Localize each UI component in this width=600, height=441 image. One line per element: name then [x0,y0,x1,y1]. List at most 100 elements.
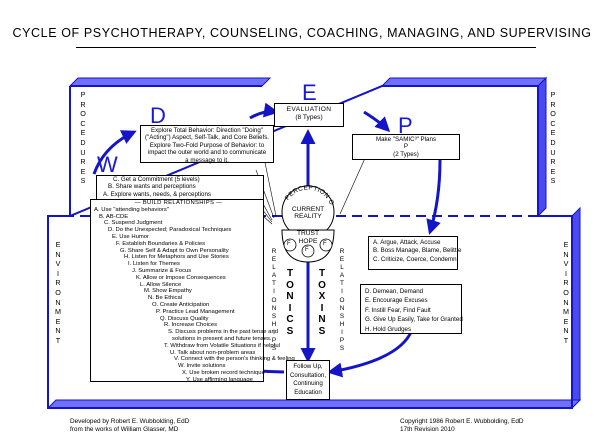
build-relationship-item: B. AB-CDE [99,213,129,220]
d-line: Explore Two-Fold Purpose of Behavior: to [149,141,265,149]
evaluation-box: EVALUATION (8 Types) [274,103,344,127]
build-relationship-item: X. Use broken record technique [182,369,265,376]
toxin-item: F. Instill Fear, Find Fault [365,306,431,314]
side-letter: S [80,176,86,186]
side-letter: R [80,157,86,167]
arrow-d-to-e [249,102,279,120]
side-letter: C [550,118,556,128]
side-letter: O [318,279,326,291]
toxin-item: E. Encourage Excuses [365,297,428,305]
d-line: a message to it. [185,156,229,164]
side-letter: D [550,137,556,147]
side-letter: T [318,268,326,279]
footer-left-line2: from the works of William Glasser, MD [70,426,179,434]
side-letter: V [55,259,61,269]
side-letter: S [286,325,294,337]
side-letter: S [339,312,345,320]
perception-line: CURRENT [291,206,325,213]
side-letter: S [318,325,326,337]
build-relationship-item: Q. Discuss Quality [160,315,209,322]
build-relationships-box: — BUILD RELATIONSHIPS — A. Use "attendin… [90,199,295,384]
side-letter: O [271,296,277,304]
side-letter: E [55,240,61,249]
evaluation-title: EVALUATION [286,106,332,113]
build-relationship-item: solutions in present and future tenses. [172,335,272,342]
trust-f-right: F [323,241,327,247]
p-line: P [403,143,409,151]
side-letter: N [55,326,61,336]
perception-text: CURRENT REALITY [288,206,328,221]
toxin-item: D. Demean, Demand [365,288,424,295]
d-line: impact the outer world and to communicat… [147,149,267,157]
followup-line: Continuing [293,380,323,388]
build-relationship-item: U. Talk about non-problem areas [170,349,256,356]
build-relationship-item: N. Be Ethical [148,295,183,302]
frame-bottom-face [46,399,582,409]
side-letter: I [273,328,275,336]
side-letter: V [563,259,569,269]
side-letter: I [273,288,275,296]
trust-f-circle-center [301,244,315,258]
build-relationship-item: L. Allow Silence [140,281,182,288]
build-relationship-item: H. Listen for Metaphors and Use Stories [124,254,229,261]
side-letter: I [341,328,343,336]
side-letter: N [563,297,569,307]
trust-f-left: F [287,241,291,247]
side-letter: E [80,166,86,176]
side-letter: P [550,90,556,99]
footer-left: Developed by Robert E. Wubbolding, EdD f… [70,418,189,434]
letter-w: W [97,152,118,177]
frame-top-right-face [380,77,548,87]
toxin-item: A. Argue, Attack, Accuse [373,239,441,246]
footer-left-line1: Developed by Robert E. Wubbolding, EdD [70,418,190,425]
arrow-p-to-toxins [426,159,442,235]
side-letter: O [563,287,569,297]
side-letter: T [286,268,294,279]
trust-f-circle-right [319,238,333,252]
arrow-toxins-to-followup [327,329,414,378]
side-letter: T [272,280,276,288]
w-box: C. Get a Commitment (5 levels) B. Share … [96,175,264,199]
build-relationship-item: V. Connect with the person's thinking & … [174,356,295,363]
build-relationship-item: Y. Use affirming language [186,376,253,383]
build-relationship-item: R. Increase Choices [164,322,218,329]
title-underline [76,47,536,48]
side-letter: X [318,291,326,302]
build-relationship-item: M. Show Empathy [144,288,192,295]
side-letter: S [339,345,345,353]
side-letter: I [565,268,567,278]
trust-f-circle-left [283,238,297,252]
side-letter: A [339,272,345,280]
side-letter: T [563,335,569,345]
side-letter: E [271,256,277,264]
toxin-item: C. Criticize, Coerce, Condemn [373,255,457,263]
side-letter: O [80,109,86,119]
side-letter: T [340,280,344,288]
side-letter: A [271,272,277,280]
w-line: C. Get a Commitment (5 levels) [113,176,200,183]
followup-line: Follow Up, [293,363,323,370]
build-relationship-item: C. Suspend Judgment [104,220,163,227]
p-box: Make "SAMIC³" Plans P (2 Types) [352,134,460,160]
p-line: (2 Types) [393,150,419,158]
side-letter: R [550,99,556,109]
build-relationship-item: T. Withdraw from Volatile Situations if … [164,342,280,349]
build-relationship-item: F. Establish Boundaries & Policies [116,240,206,247]
build-relationship-item: K. Allow or Impose Consequences [136,274,226,281]
letter-p: P [398,113,413,138]
d-line: ("Acting") Aspect, Self-Talk, and Core B… [144,134,270,142]
side-letter: R [80,99,86,109]
footer-right-line2: 17th Revision 2010 [400,426,455,434]
side-letter: N [55,297,61,307]
d-box: Explore Total Behavior: Direction "Doing… [140,125,274,164]
trust-f-center: F [305,247,309,253]
frame-right-lower-side [571,206,581,410]
build-relationship-item: S. Discuss problems in the past tense an… [168,329,279,336]
build-relationship-item: O. Create Anticipation [152,301,210,308]
w-line: A. Explore wants, needs, & perceptions [103,190,211,198]
toxins-box-1: A. Argue, Attack, Accuse B. Boss Manage,… [368,236,461,270]
